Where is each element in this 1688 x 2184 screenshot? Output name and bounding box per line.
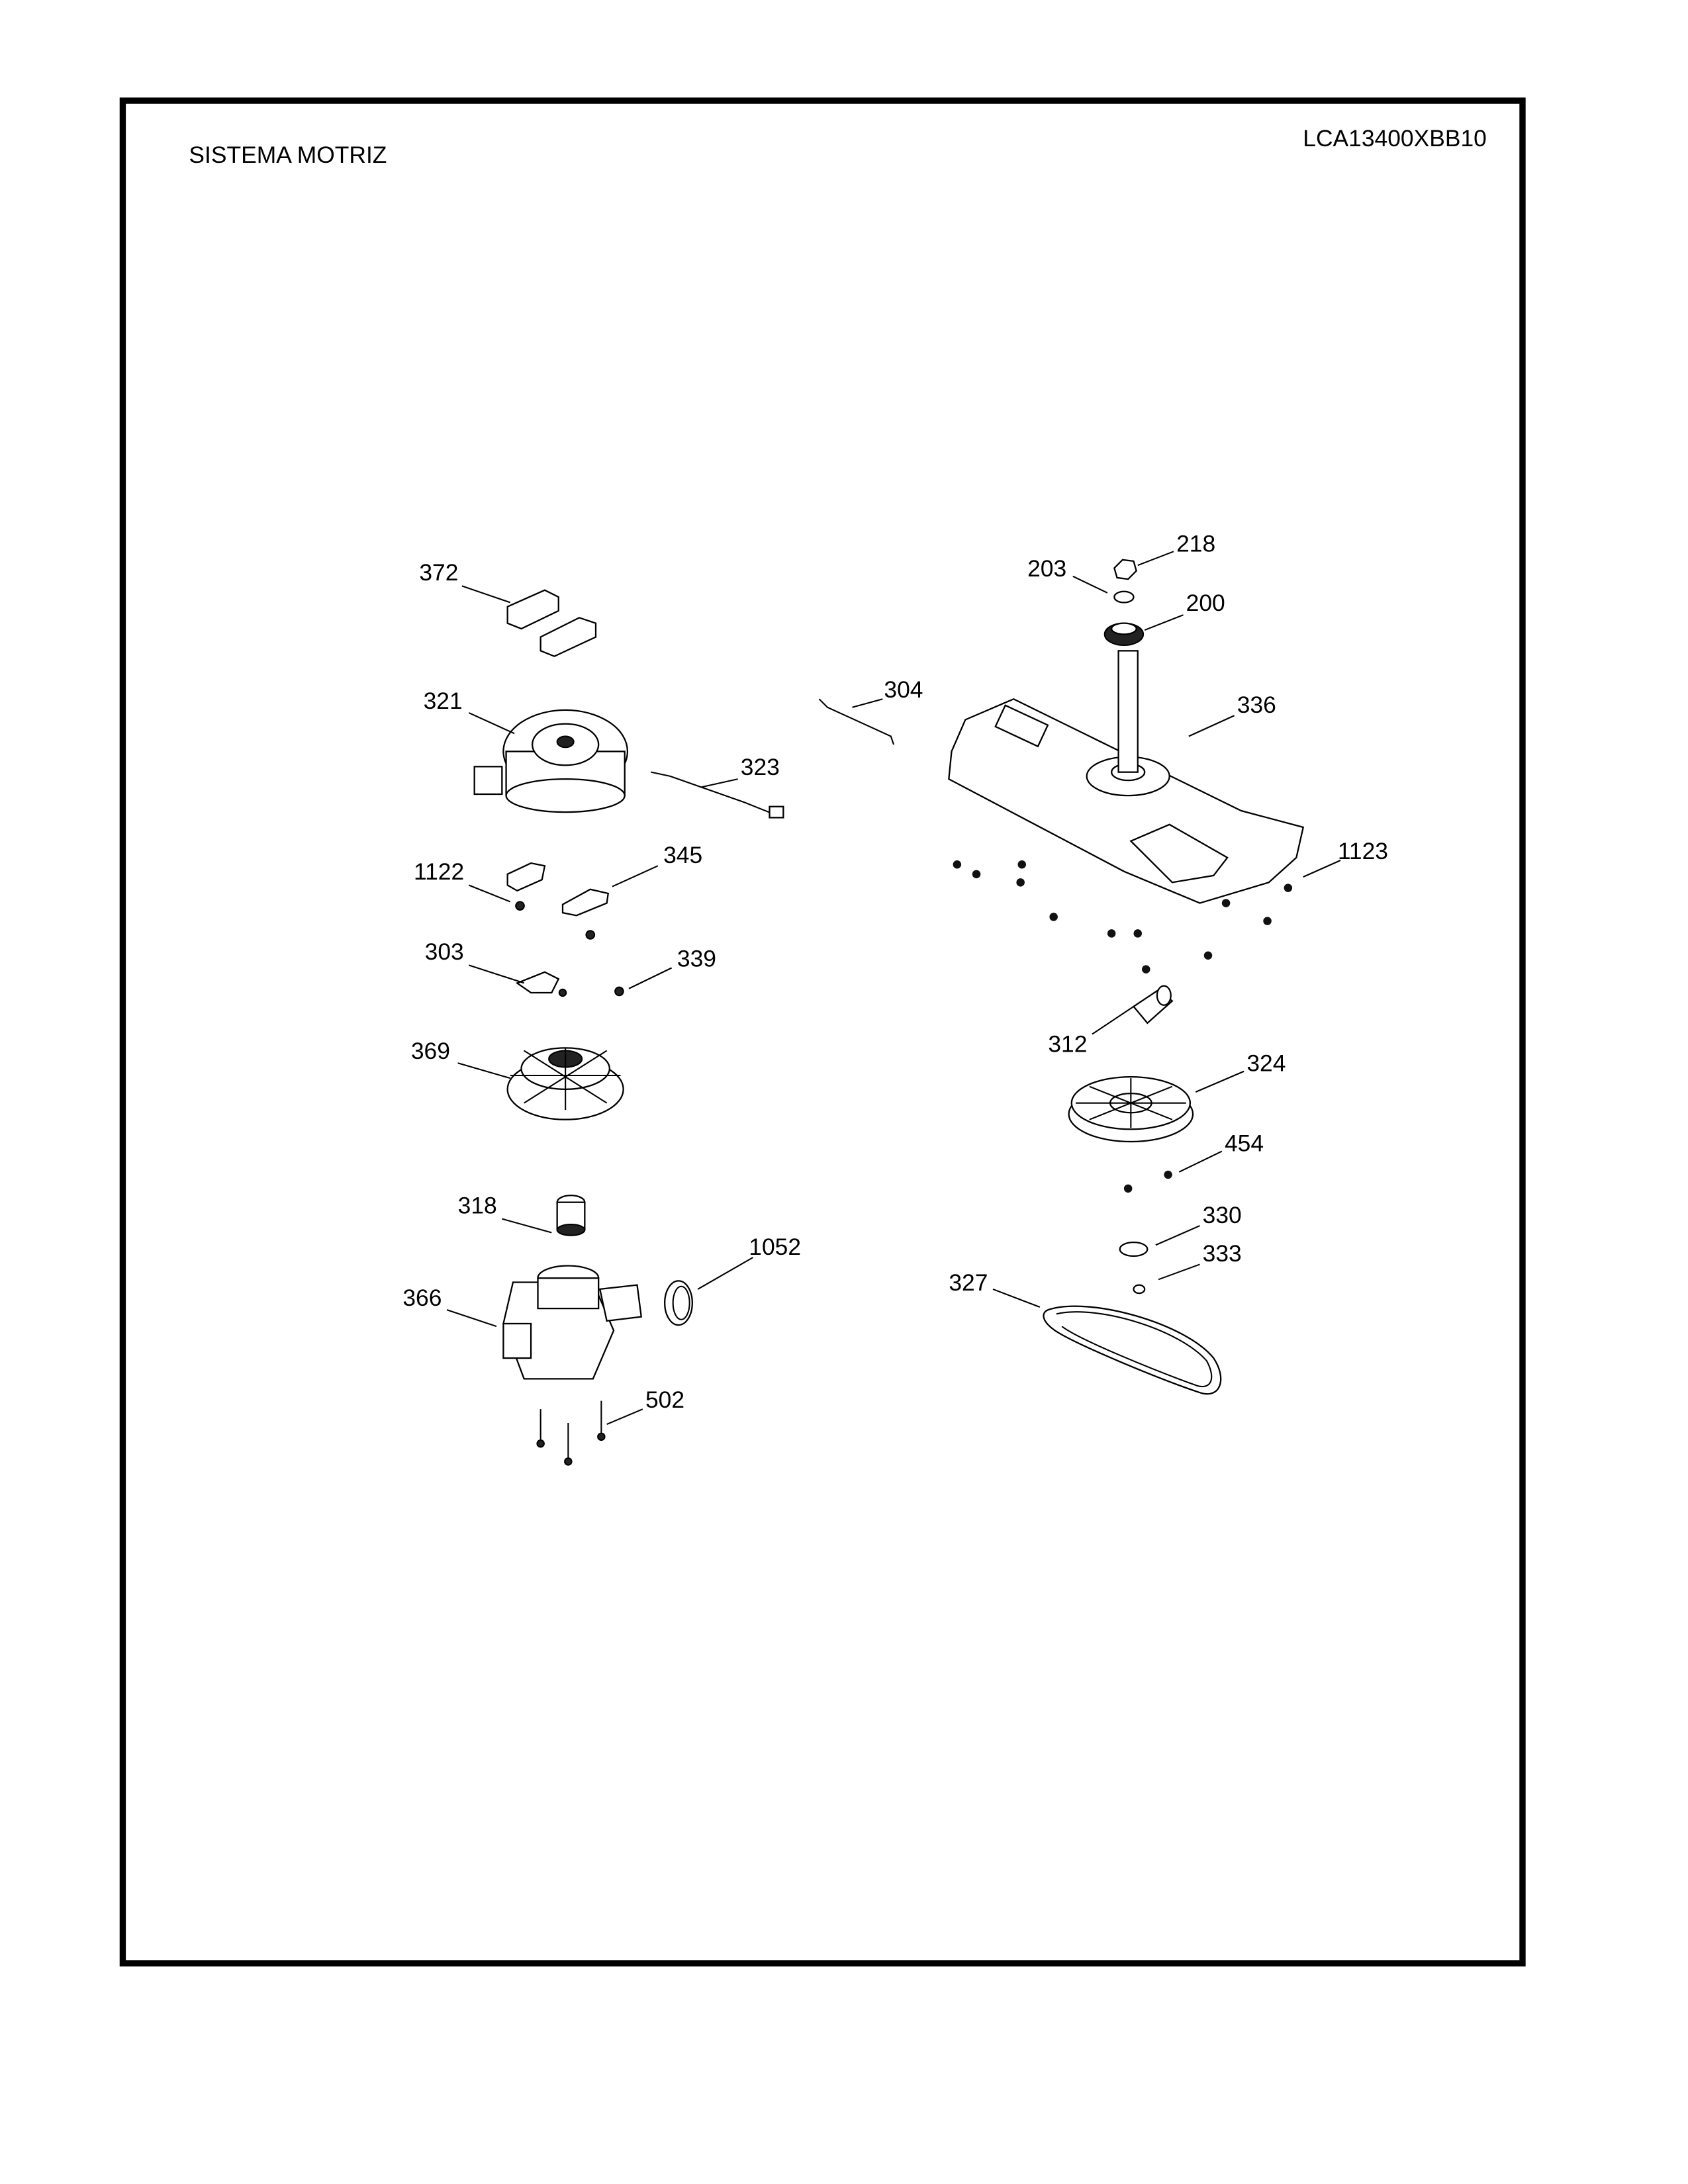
- part-372-brush-holders[interactable]: [506, 589, 597, 657]
- callout-303: 303: [425, 938, 464, 965]
- callout-330: 330: [1203, 1202, 1242, 1228]
- part-330-washer[interactable]: [1119, 1241, 1149, 1257]
- part-318-filter[interactable]: [556, 1195, 586, 1236]
- part-1123-screws[interactable]: [953, 860, 1293, 974]
- part-454-screws[interactable]: [1123, 1170, 1172, 1193]
- callout-324: 324: [1246, 1050, 1286, 1077]
- part-1052-hose-clamp[interactable]: [664, 1280, 693, 1326]
- callout-369: 369: [411, 1038, 450, 1064]
- part-218-nut[interactable]: [1113, 559, 1137, 580]
- callout-372: 372: [419, 559, 458, 586]
- callout-200: 200: [1186, 590, 1225, 616]
- callout-1052: 1052: [749, 1234, 801, 1260]
- part-336-base-plate[interactable]: [948, 650, 1305, 904]
- callout-333: 333: [1203, 1240, 1242, 1267]
- callout-339: 339: [677, 945, 716, 972]
- part-203-washer[interactable]: [1113, 590, 1135, 604]
- callout-327: 327: [949, 1269, 988, 1296]
- part-333-ring[interactable]: [1133, 1284, 1146, 1295]
- callout-502: 502: [645, 1387, 684, 1413]
- part-304-rod[interactable]: [818, 698, 894, 745]
- part-369-fan[interactable]: [506, 1047, 624, 1120]
- section-title: SISTEMA MOTRIZ: [189, 142, 387, 168]
- callout-318: 318: [458, 1192, 497, 1218]
- part-327-belt[interactable]: [1043, 1305, 1222, 1395]
- callout-321: 321: [424, 688, 463, 714]
- part-339-nut[interactable]: [614, 986, 624, 997]
- part-303-clip[interactable]: [515, 971, 567, 997]
- callout-312: 312: [1048, 1031, 1087, 1058]
- callout-304: 304: [884, 676, 923, 703]
- part-1122-bracket[interactable]: [506, 862, 596, 940]
- callout-454: 454: [1225, 1130, 1264, 1157]
- part-502-screws[interactable]: [536, 1400, 606, 1466]
- callout-323: 323: [741, 754, 780, 780]
- part-321-motor[interactable]: [473, 709, 629, 813]
- callout-1123: 1123: [1338, 838, 1388, 864]
- callout-218: 218: [1176, 530, 1215, 557]
- callout-345: 345: [663, 842, 702, 868]
- model-number: LCA13400XBB10: [1303, 125, 1487, 152]
- part-366-drain-pump[interactable]: [502, 1265, 643, 1380]
- part-200-bearing[interactable]: [1103, 622, 1145, 647]
- leader-lines: [446, 551, 1341, 1426]
- part-324-pulley[interactable]: [1068, 1075, 1194, 1143]
- callout-1122: 1122: [414, 858, 464, 885]
- callout-366: 366: [402, 1285, 442, 1311]
- part-323-wire-harness[interactable]: [651, 771, 784, 819]
- page-border: [119, 97, 1526, 1967]
- callout-336: 336: [1237, 692, 1276, 718]
- part-312-capacitor[interactable]: [1132, 985, 1174, 1024]
- part-345-bracket[interactable]: [561, 888, 610, 917]
- callout-203: 203: [1027, 555, 1066, 582]
